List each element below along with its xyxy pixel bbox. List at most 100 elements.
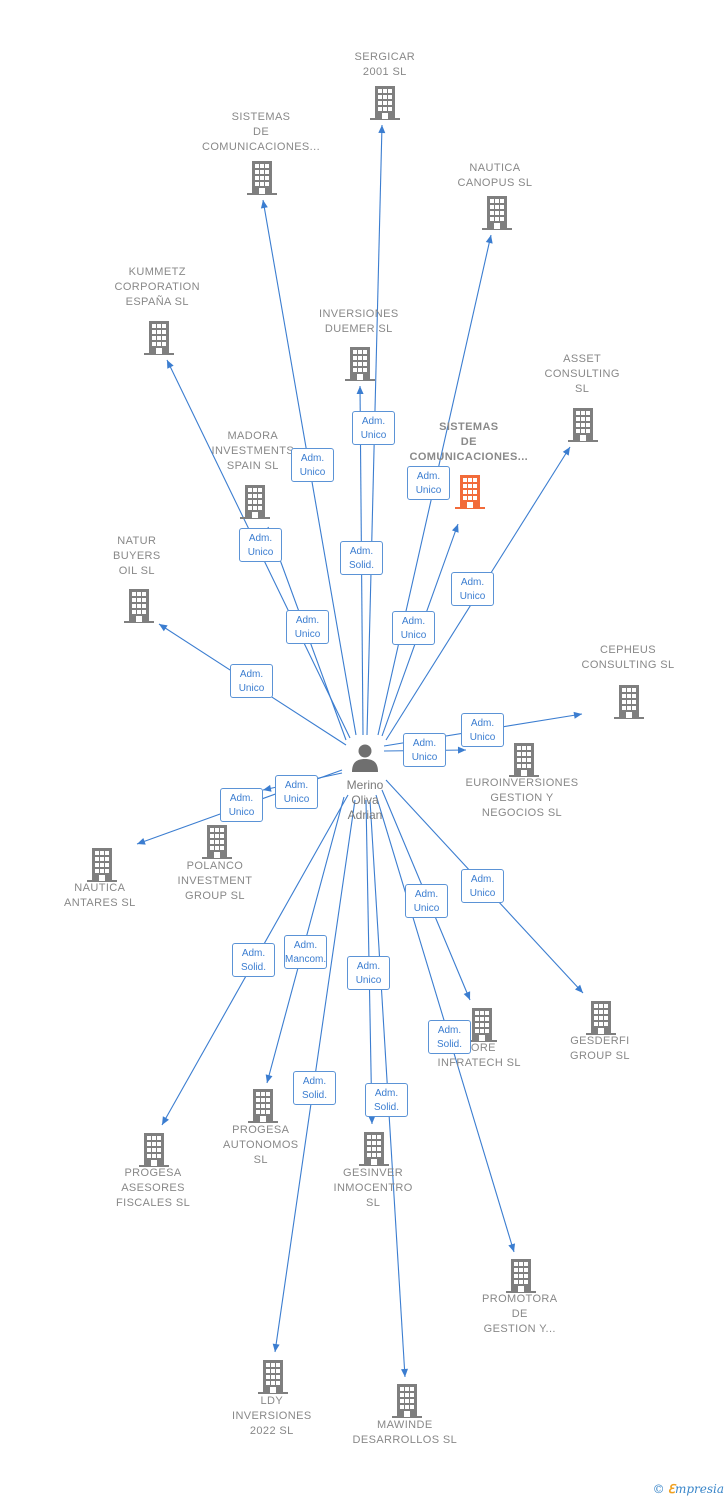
person-node[interactable]: Merino Oliva Adrian <box>335 743 395 823</box>
role-badge-sergicar[interactable]: Adm.Unico <box>352 411 395 445</box>
company-node-inversiones_duemer[interactable]: INVERSIONES DUEMER SL <box>319 307 399 337</box>
building-icon[interactable] <box>124 589 154 623</box>
company-name: NAUTICA CANOPUS SL <box>458 161 533 191</box>
company-name-line: 2022 SL <box>249 1425 294 1437</box>
building-icon[interactable] <box>482 196 512 230</box>
building-icon[interactable] <box>568 408 598 442</box>
role-badge-inversiones_duemer[interactable]: Adm.Solid. <box>340 541 383 575</box>
building-icon[interactable] <box>345 347 375 381</box>
building-icon[interactable] <box>614 685 644 719</box>
person-name-line: Oliva <box>351 793 379 807</box>
role-badge-text: Unico <box>228 807 255 818</box>
company-name-line: NAUTICA <box>74 882 126 894</box>
company-name-line: PROGESA <box>232 1124 290 1136</box>
edge-arrow-promotora <box>508 1243 516 1252</box>
company-name-line: SL <box>575 383 590 395</box>
role-badge-mawinde[interactable]: Adm.Solid. <box>365 1083 408 1117</box>
company-name-line: DUEMER SL <box>324 323 393 335</box>
edge-arrow-natur <box>159 624 168 632</box>
role-badge-text: Unico <box>355 975 382 986</box>
building-icon[interactable] <box>392 1384 422 1418</box>
copyright-symbol: © <box>652 1482 665 1496</box>
role-badge-progesa_autonomos[interactable]: Adm.Mancom. <box>284 935 327 969</box>
role-badge-cepheus[interactable]: Adm.Unico <box>461 713 504 747</box>
building-icon[interactable] <box>139 1133 169 1167</box>
role-badge-text: Adm. <box>437 1025 462 1036</box>
role-badge-text: Adm. <box>349 546 374 557</box>
role-badge-text: Adm. <box>295 615 320 626</box>
role-badge-gesderfi[interactable]: Adm.Unico <box>461 869 504 903</box>
building-icon[interactable] <box>144 321 174 355</box>
role-badge-core[interactable]: Adm.Unico <box>405 884 448 918</box>
company-name-line: COMUNICACIONES... <box>409 451 529 463</box>
role-badge-text: Unico <box>299 467 326 478</box>
building-icon[interactable] <box>509 743 539 777</box>
building-icon[interactable] <box>240 485 270 519</box>
company-name-line: BUYERS <box>113 550 161 562</box>
company-name-line: KUMMETZ <box>128 266 186 278</box>
role-badge-text: Adm. <box>293 940 318 951</box>
building-icon[interactable] <box>87 848 117 882</box>
building-icon[interactable] <box>247 161 277 195</box>
building-icon[interactable] <box>506 1259 536 1293</box>
company-name-line: MAWINDE <box>377 1419 433 1431</box>
role-badge-text: Solid. <box>301 1090 327 1101</box>
role-badge-text: Adm. <box>401 616 426 627</box>
role-badge-progesa_asesores[interactable]: Adm.Solid. <box>232 943 275 977</box>
role-badge-promotora[interactable]: Adm.Solid. <box>428 1020 471 1054</box>
company-name-line: INVERSIONES <box>319 308 399 320</box>
role-badge-text: Adm. <box>302 1076 327 1087</box>
role-badge-asset[interactable]: Adm.Unico <box>451 572 494 606</box>
role-badge-madora[interactable]: Adm.Unico <box>286 610 329 644</box>
building-icon[interactable] <box>359 1132 389 1166</box>
role-badge-sistemas1[interactable]: Adm.Unico <box>291 448 334 482</box>
building-icon[interactable] <box>202 825 232 859</box>
building-icon[interactable] <box>467 1008 497 1042</box>
building-icon[interactable] <box>370 86 400 120</box>
role-badge-euroinversiones[interactable]: Adm.Unico <box>403 733 446 767</box>
role-badge-nautica_canopus[interactable]: Adm.Unico <box>407 466 450 500</box>
company-name-line: PROGESA <box>124 1167 182 1179</box>
company-node-nautica_canopus[interactable]: NAUTICA CANOPUS SL <box>458 161 533 191</box>
role-badge-nautica_antares[interactable]: Adm.Unico <box>220 788 263 822</box>
role-badge-polanco[interactable]: Adm.Unico <box>275 775 318 809</box>
building-icon[interactable] <box>248 1089 278 1123</box>
building-icon[interactable] <box>586 1001 616 1035</box>
role-badge-gesinver[interactable]: Adm.Unico <box>347 956 390 990</box>
company-name-line: CEPHEUS <box>600 644 656 656</box>
role-badge-text: Adm. <box>284 780 309 791</box>
role-badge-text: Unico <box>360 430 387 441</box>
company-name-line: SISTEMAS <box>439 421 499 433</box>
company-name-line: GESTION Y... <box>483 1323 556 1335</box>
company-name: INVERSIONES DUEMER SL <box>319 307 399 337</box>
role-badge-natur[interactable]: Adm.Unico <box>230 664 273 698</box>
copyright-footer: ©ℇmpresia <box>653 1482 724 1496</box>
building-icon[interactable] <box>455 475 485 509</box>
role-badge-kummetz[interactable]: Adm.Unico <box>239 528 282 562</box>
company-name-line: CANOPUS SL <box>457 177 533 189</box>
role-badge-ldy[interactable]: Adm. Solid. <box>293 1071 336 1105</box>
building-icon[interactable] <box>258 1360 288 1394</box>
role-badge-sistemas2[interactable]: Adm.Unico <box>392 611 435 645</box>
company-name-line: NAUTICA <box>469 162 521 174</box>
